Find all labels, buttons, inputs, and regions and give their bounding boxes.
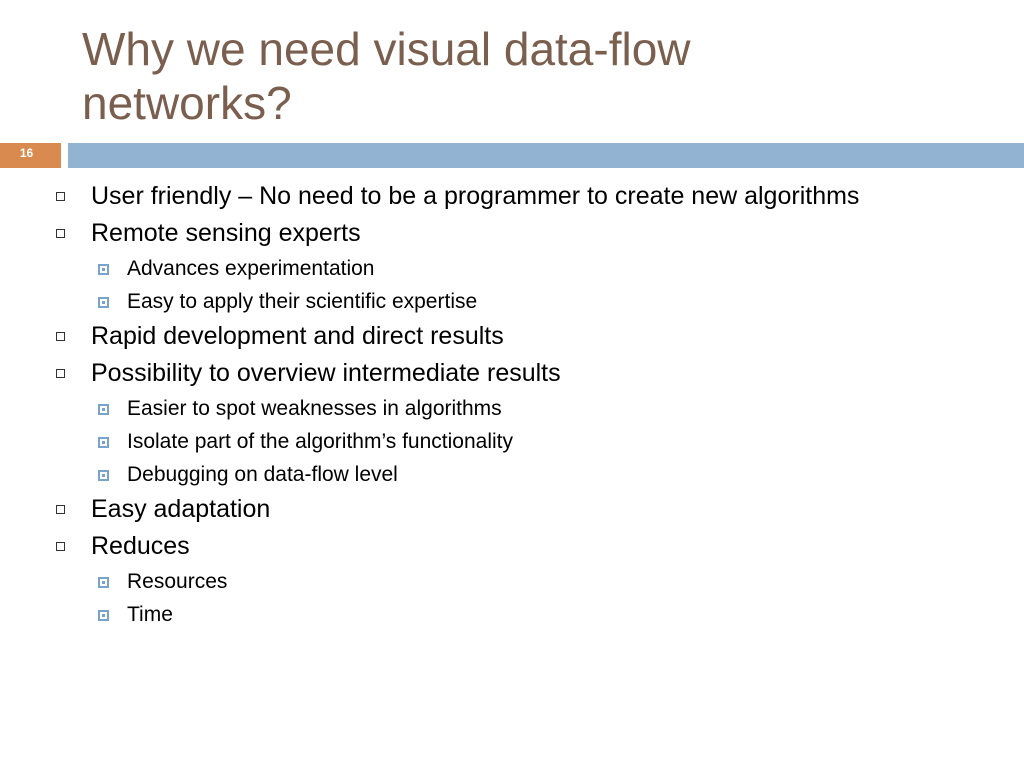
sub-bullet-item: Resources <box>0 565 1024 598</box>
bullet-text: Easy adaptation <box>91 495 271 523</box>
square-bullet-icon <box>56 192 65 201</box>
sub-bullet-item: Debugging on data-flow level <box>0 458 1024 491</box>
sub-bullet-text: Resources <box>127 570 228 593</box>
slide-number-badge: 16 <box>0 143 61 168</box>
bullet-text: Possibility to overview intermediate res… <box>91 359 561 387</box>
bullet-item: Easy adaptation <box>0 491 1024 528</box>
sub-bullet-text: Easier to spot weaknesses in algorithms <box>127 397 502 420</box>
sub-bullet-text: Isolate part of the algorithm’s function… <box>127 430 513 453</box>
sub-bullet-item: Time <box>0 598 1024 631</box>
filled-square-bullet-icon <box>98 470 109 481</box>
square-bullet-icon <box>56 542 65 551</box>
filled-square-bullet-icon <box>98 264 109 275</box>
filled-square-bullet-icon <box>98 610 109 621</box>
slide-title: Why we need visual data-flow networks? <box>82 22 982 130</box>
sub-bullet-item: Advances experimentation <box>0 252 1024 285</box>
square-bullet-icon <box>56 229 65 238</box>
slide-number: 16 <box>19 146 34 160</box>
sub-bullet-text: Advances experimentation <box>127 257 375 280</box>
sub-bullet-text: Easy to apply their scientific expertise <box>127 290 478 313</box>
filled-square-bullet-icon <box>98 437 109 448</box>
square-bullet-icon <box>56 505 65 514</box>
filled-square-bullet-icon <box>98 577 109 588</box>
sub-bullet-item: Isolate part of the algorithm’s function… <box>0 425 1024 458</box>
bullet-text: Reduces <box>91 532 190 560</box>
bullet-item: Reduces <box>0 528 1024 565</box>
bullet-text: Remote sensing experts <box>91 219 361 247</box>
bullet-list: User friendly – No need to be a programm… <box>0 178 1024 631</box>
sub-bullet-item: Easier to spot weaknesses in algorithms <box>0 392 1024 425</box>
bullet-text: User friendly – No need to be a programm… <box>91 182 860 210</box>
filled-square-bullet-icon <box>98 404 109 415</box>
header-divider-bar <box>68 143 1024 168</box>
sub-bullet-item: Easy to apply their scientific expertise <box>0 285 1024 318</box>
slide-title-line-2: networks? <box>82 77 292 129</box>
bullet-item: Possibility to overview intermediate res… <box>0 355 1024 392</box>
bullet-item: User friendly – No need to be a programm… <box>0 178 1024 215</box>
bullet-text: Rapid development and direct results <box>91 322 504 350</box>
bullet-item: Remote sensing experts <box>0 215 1024 252</box>
slide-title-line-1: Why we need visual data-flow <box>82 23 691 75</box>
bullet-item: Rapid development and direct results <box>0 318 1024 355</box>
square-bullet-icon <box>56 332 65 341</box>
sub-bullet-text: Debugging on data-flow level <box>127 463 398 486</box>
filled-square-bullet-icon <box>98 297 109 308</box>
square-bullet-icon <box>56 369 65 378</box>
sub-bullet-text: Time <box>127 603 173 626</box>
